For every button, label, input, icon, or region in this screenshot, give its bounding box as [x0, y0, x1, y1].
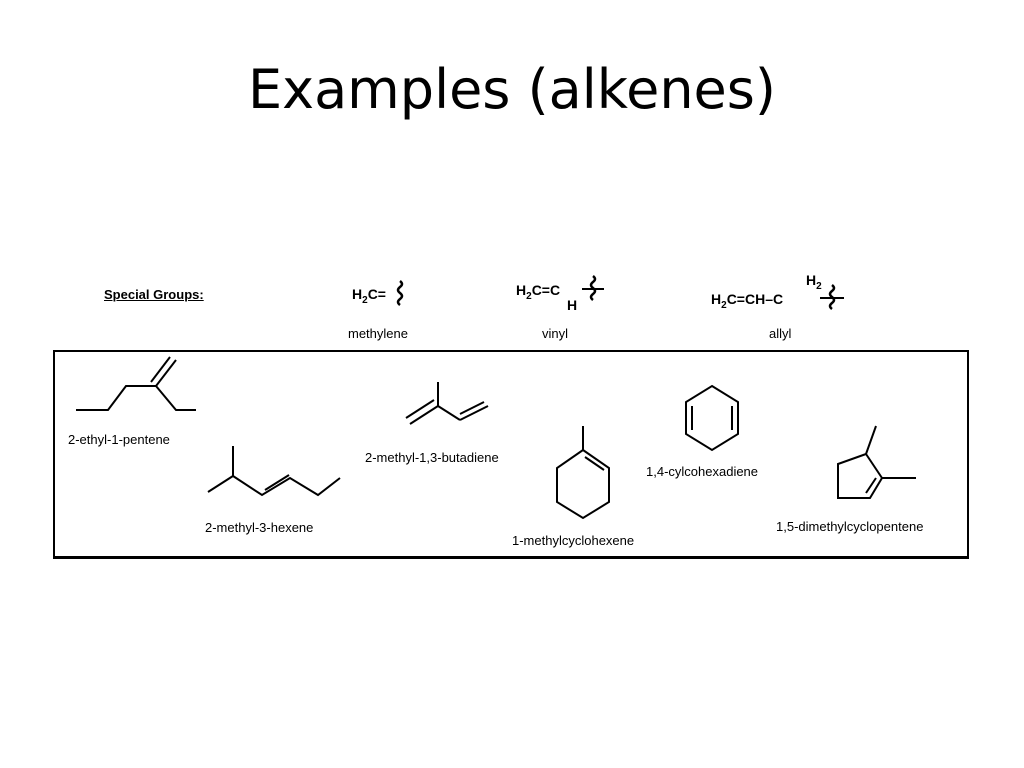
allyl-name: allyl — [769, 326, 792, 341]
label-2-methyl-1-3-butadiene: 2-methyl-1,3-butadiene — [365, 450, 499, 465]
label-2-ethyl-1-pentene: 2-ethyl-1-pentene — [68, 432, 170, 447]
vinyl-name: vinyl — [542, 326, 569, 341]
structure-2-methyl-1-3-butadiene — [405, 382, 489, 425]
vinyl-attachment-squiggle — [582, 275, 604, 301]
structure-1-4-cyclohexadiene — [685, 384, 739, 452]
structure-1-5-dimethylcyclopentene — [837, 425, 916, 499]
vinyl-h: H — [567, 297, 578, 313]
label-2-methyl-3-hexene: 2-methyl-3-hexene — [205, 520, 314, 535]
structure-2-methyl-3-hexene — [207, 446, 341, 497]
methylene-attachment-squiggle — [396, 280, 404, 306]
vinyl-formula: H2C=C — [516, 282, 561, 302]
slide-title: Examples (alkenes) — [248, 58, 776, 121]
label-1-5-dimethylcyclopentene: 1,5-dimethylcyclopentene — [776, 519, 924, 534]
allyl-attachment-squiggle — [820, 284, 844, 310]
allyl-formula: H2C=CH–C — [711, 291, 784, 311]
allyl-h2: H2 — [806, 272, 822, 292]
label-1-4-cyclohexadiene: 1,4-cylcohexadiene — [646, 464, 759, 479]
examples-box — [53, 350, 969, 559]
methylene-formula: H2C= — [352, 286, 386, 306]
special-groups-heading: Special Groups: — [104, 287, 204, 302]
structure-1-methylcyclohexene — [556, 426, 610, 520]
structure-2-ethyl-1-pentene — [76, 356, 196, 411]
methylene-name: methylene — [348, 326, 408, 341]
label-1-methylcyclohexene: 1-methylcyclohexene — [512, 533, 635, 548]
